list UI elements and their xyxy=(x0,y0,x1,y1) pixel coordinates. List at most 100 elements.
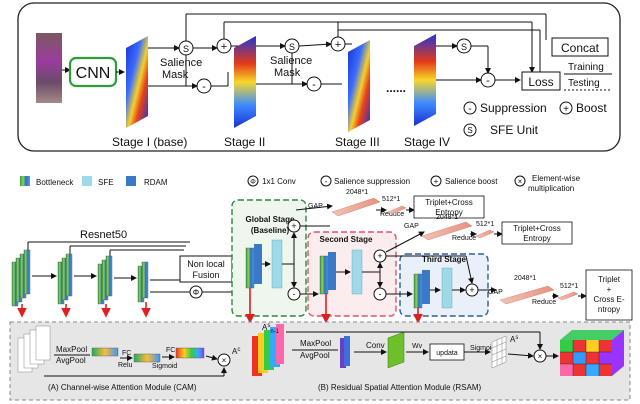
non-local-label-2: Fusion xyxy=(192,270,219,280)
legend-salience-suppression-label: Salience suppression xyxy=(334,177,410,186)
legend-multiply-label-2: multiplication xyxy=(528,184,574,193)
concat-box xyxy=(551,37,609,57)
dim512-label-1: 512*1 xyxy=(382,196,400,203)
global-suppress-symbol: - xyxy=(293,289,296,299)
cam-fc1-label: FC xyxy=(122,350,131,357)
feature-bar-2048-1 xyxy=(331,197,381,217)
triplet-1-label-2: Entropy xyxy=(435,208,463,217)
heatmap-stage4 xyxy=(414,34,436,126)
training-label: Training xyxy=(568,62,604,73)
cam-sigmoid-label: Sigmoid xyxy=(152,363,177,370)
sfe-unit-3-symbol: S xyxy=(461,42,467,52)
second-suppress-symbol: - xyxy=(379,289,382,299)
feature-bar-2048-2 xyxy=(421,221,473,241)
gap-label-1: GAP xyxy=(308,203,323,210)
triplet-3-label-2: + xyxy=(607,285,612,294)
rsam-multiply-symbol: × xyxy=(538,352,543,361)
legend-suppression-icon xyxy=(463,101,477,115)
ellipsis: ...... xyxy=(386,81,406,95)
rsam-an1-label: Asn-1 xyxy=(262,323,280,335)
triplet-3-label-1: Triplet xyxy=(598,275,621,284)
rsam-caption: (B) Residual Spatial Attention Module (R… xyxy=(318,383,482,392)
stage4-label: Stage IV xyxy=(404,135,450,149)
legend-bottleneck-icon xyxy=(20,176,30,186)
suppress-node-2-symbol: - xyxy=(312,79,316,91)
second-stage-label: Second Stage xyxy=(320,235,373,244)
cam-input-stack xyxy=(17,325,51,373)
legend-multiply-label-1: Element-wise xyxy=(532,174,581,183)
rsam-avgpool-label: AvgPool xyxy=(300,351,330,360)
cam-ac-label: Ac xyxy=(232,347,240,356)
triplet-3-label-3: Cross E- xyxy=(593,295,624,304)
rsam-input-stack xyxy=(252,324,284,376)
third-bottleneck xyxy=(413,273,423,309)
top-panel-border xyxy=(17,2,621,152)
cam-multiply-node xyxy=(217,353,231,367)
stage1-label: Stage I (base) xyxy=(112,135,187,149)
legend-multiply-symbol: × xyxy=(518,177,523,186)
concat-label: Concat xyxy=(561,41,600,55)
dim512-label-3: 512*1 xyxy=(560,283,578,290)
legend-boost-label: Boost xyxy=(576,101,607,115)
second-bottleneck xyxy=(319,255,329,295)
rsam-updata-label: updata xyxy=(436,350,458,357)
reduce-label-3: Reduce xyxy=(532,299,556,306)
legend-rdam-label: RDAM xyxy=(144,178,168,187)
feature-bar-512-3 xyxy=(557,291,579,301)
non-local-fusion-box xyxy=(179,255,233,283)
stage3-label: Stage III xyxy=(335,135,380,149)
cam-relu-label: Relu xyxy=(118,362,133,369)
conv-1x1-symbol: Φ xyxy=(193,288,199,297)
legend-conv-symbol: Φ xyxy=(250,179,256,186)
cam-fc2-label: FC xyxy=(166,347,175,354)
dim512-label-2: 512*1 xyxy=(476,221,494,228)
rsam-spatial-map xyxy=(491,335,507,369)
legend-conv-icon xyxy=(247,175,259,187)
global-rdam xyxy=(254,244,262,284)
legend-conv-label: 1x1 Conv xyxy=(262,177,296,186)
legend-salience-boost-icon xyxy=(430,175,442,187)
reduce-label-1: Reduce xyxy=(380,211,404,218)
legend-sfe-block-label: SFE xyxy=(98,178,114,187)
rsam-maxpool-label: MaxPool xyxy=(300,339,331,348)
legend-boost-symbol: + xyxy=(563,104,569,115)
dim2048-label-3: 2048*1 xyxy=(514,275,536,282)
resnet50-label: Resnet50 xyxy=(80,229,127,241)
cam-attention-vector xyxy=(175,347,205,359)
rsam-as-label: As xyxy=(510,335,518,344)
feature-bar-512-1 xyxy=(387,205,407,215)
legend-salience-suppression-symbol: - xyxy=(325,177,328,186)
legend-rdam-icon xyxy=(126,176,136,186)
third-stage-label: Third Stage xyxy=(422,255,467,264)
legend-multiply-icon xyxy=(514,175,526,187)
third-boost-symbol: + xyxy=(469,285,474,295)
non-local-label-1: Non local xyxy=(187,259,225,269)
legend-salience-boost-symbol: + xyxy=(434,177,439,186)
global-boost-symbol: + xyxy=(291,221,296,231)
sfe-unit-1-symbol: S xyxy=(183,44,189,54)
cam-caption: (A) Channel-wise Attention Module (CAM) xyxy=(48,383,197,392)
legend-suppression-label: Suppression xyxy=(480,101,547,115)
heatmap-stage1 xyxy=(126,36,148,128)
suppress-node-3-symbol: - xyxy=(486,75,490,87)
salience-mask-2-line2: Mask xyxy=(274,67,301,79)
attention-panel xyxy=(9,321,631,401)
input-image xyxy=(36,33,62,103)
rsam-sigmoid-label: Sigmoid xyxy=(470,345,495,352)
cam-fc-vector xyxy=(133,353,161,363)
triplet-2-label-2: Entropy xyxy=(523,234,551,243)
second-rdam xyxy=(328,252,336,290)
rsam-conv-map xyxy=(387,331,405,369)
legend-sfe-block-icon xyxy=(82,176,92,186)
legend-sfe-symbol: S xyxy=(467,126,472,135)
cam-avgpool-label: AvgPool xyxy=(56,356,86,365)
legend-boost-icon xyxy=(559,101,573,115)
triplet-1-label-1: Triplet+Cross xyxy=(425,198,473,207)
legend-sfe-icon xyxy=(463,123,477,137)
heatmap-stage3 xyxy=(348,40,370,132)
cam-maxpool-label: MaxPool xyxy=(56,345,87,354)
legend-bottleneck-label: Bottleneck xyxy=(36,178,74,187)
third-sfe xyxy=(441,267,453,309)
boost-node-1-symbol: + xyxy=(221,41,227,53)
